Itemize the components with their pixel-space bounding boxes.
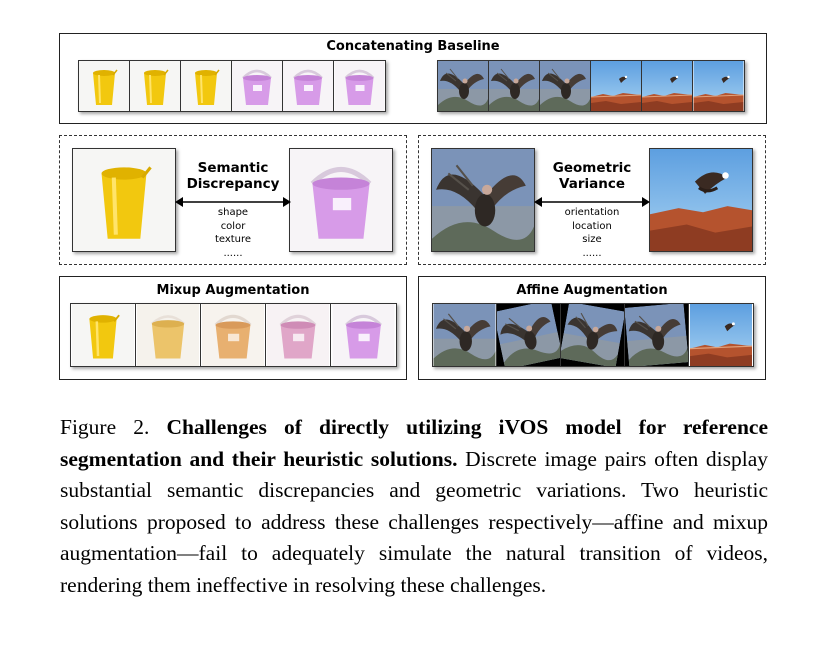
affine-frame <box>433 304 497 366</box>
caption-label: Figure 2. <box>60 415 150 439</box>
geometric-title: Geometric Variance <box>537 160 647 192</box>
yellow-bucket-frame <box>181 61 232 111</box>
mixup-frame-strip <box>70 303 397 367</box>
purple-bucket-frame <box>232 61 283 111</box>
affine-frame <box>561 304 625 366</box>
canyon-bird-frame <box>591 61 642 111</box>
caption-body: Discrete image pairs often display subst… <box>60 446 768 597</box>
semantic-title-line2: Discrepancy <box>186 176 280 192</box>
affine-frame <box>689 304 753 366</box>
panel-concatenating-baseline: Concatenating Baseline <box>59 33 767 124</box>
panel-affine-augmentation: Affine Augmentation <box>418 276 766 380</box>
yellow-bucket-frame <box>130 61 181 111</box>
vulture-frame <box>489 61 540 111</box>
attribute-item: texture <box>214 234 252 245</box>
affine-frame-strip <box>432 303 754 367</box>
bird-frame-strip <box>437 60 745 112</box>
semantic-title-line1: Semantic <box>197 160 269 176</box>
panel-title: Affine Augmentation <box>516 283 668 298</box>
attribute-item: ...... <box>223 247 243 259</box>
attribute-item: shape <box>217 207 249 218</box>
vulture-frame <box>438 61 489 111</box>
double-arrow-icon <box>175 197 291 207</box>
caption-bold-title: Challenges of directly utilizing iVOS mo… <box>60 415 769 471</box>
canyon-bird-frame <box>693 61 744 111</box>
attribute-item: orientation <box>564 207 620 218</box>
mixup-frame <box>201 304 266 366</box>
purple-bucket-frame <box>334 61 385 111</box>
mixup-frame <box>331 304 396 366</box>
panel-mixup-augmentation: Mixup Augmentation <box>59 276 407 380</box>
mixup-frame <box>266 304 331 366</box>
geometric-title-line1: Geometric <box>552 160 632 176</box>
bucket-frame-strip <box>78 60 386 112</box>
vulture-frame <box>540 61 591 111</box>
attribute-item: location <box>572 220 612 232</box>
panel-title: Mixup Augmentation <box>156 283 310 298</box>
yellow-bucket-frame <box>79 61 130 111</box>
attribute-item: color <box>220 220 246 232</box>
vulture-image <box>431 148 535 252</box>
geometric-title-line2: Variance <box>559 176 625 192</box>
canyon-bird-frame <box>642 61 693 111</box>
panel-geometric-variance: Geometric Variance orientation location … <box>418 135 766 265</box>
figure-caption: Figure 2. Challenges of directly utilizi… <box>60 412 768 602</box>
attribute-item: size <box>582 234 602 245</box>
affine-frame <box>625 304 689 366</box>
yellow-bucket-image <box>72 148 176 252</box>
double-arrow-icon <box>534 197 650 207</box>
semantic-attribute-list: shape color texture ...... <box>178 206 288 260</box>
geometric-attribute-list: orientation location size ...... <box>537 206 647 260</box>
canyon-bird-image <box>649 148 753 252</box>
purple-bucket-frame <box>283 61 334 111</box>
mixup-frame <box>136 304 201 366</box>
semantic-title: Semantic Discrepancy <box>178 160 288 192</box>
affine-frame <box>497 304 561 366</box>
mixup-frame <box>71 304 136 366</box>
purple-bucket-image <box>289 148 393 252</box>
panel-semantic-discrepancy: Semantic Discrepancy shape color texture… <box>59 135 407 265</box>
panel-title: Concatenating Baseline <box>326 39 500 54</box>
attribute-item: ...... <box>582 247 602 259</box>
